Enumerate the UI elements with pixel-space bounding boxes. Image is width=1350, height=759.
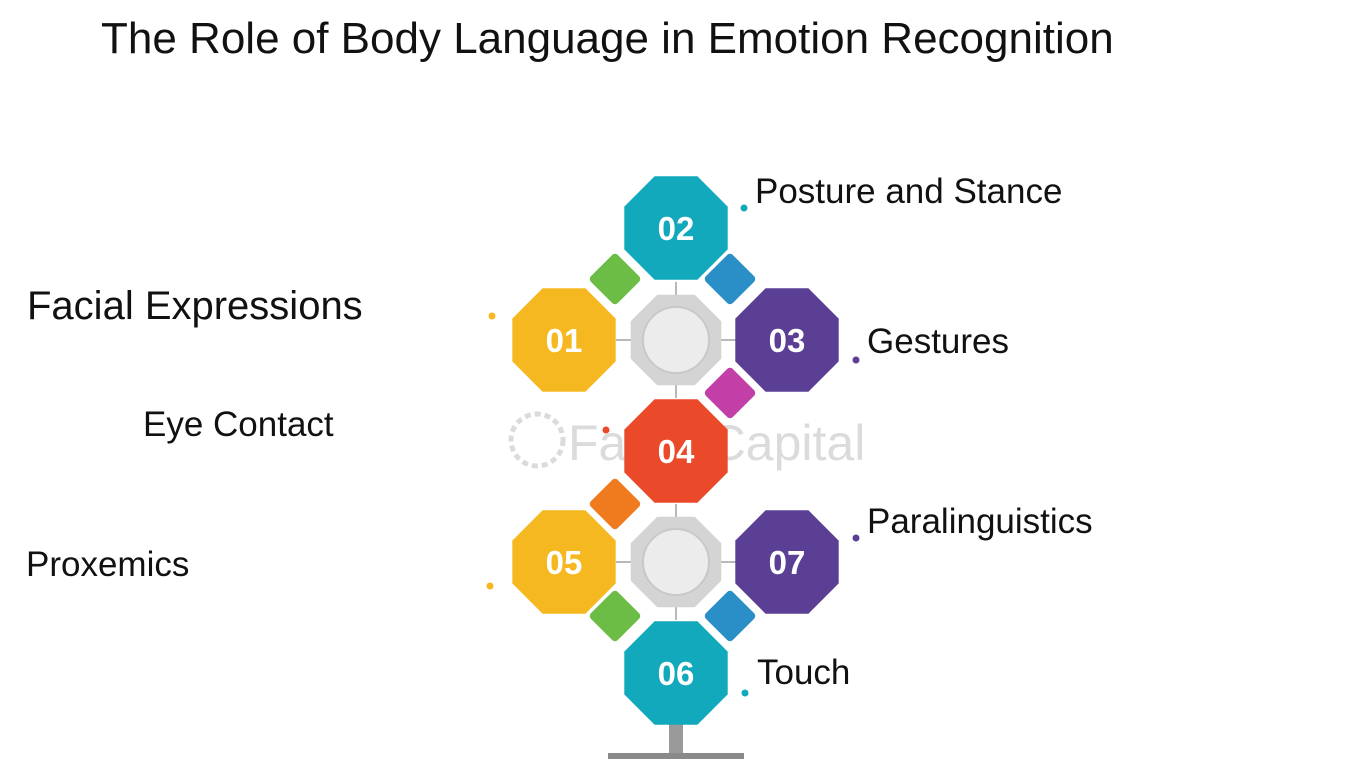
octagon-04: 04 — [624, 399, 728, 503]
dot-03 — [852, 356, 860, 364]
octagon-shape-01 — [512, 288, 616, 392]
label-facial-expressions: Facial Expressions — [27, 284, 363, 328]
label-gestures: Gestures — [867, 322, 1009, 361]
octagon-number-07: 07 — [769, 544, 806, 581]
octagon-shape-05 — [512, 510, 616, 614]
hub-lower-center — [642, 528, 710, 596]
dot-01 — [488, 312, 496, 320]
octagon-number-05: 05 — [546, 544, 583, 581]
label-eye-contact: Eye Contact — [143, 405, 334, 444]
octagon-number-02: 02 — [658, 210, 695, 247]
diamond-green-lower — [589, 590, 641, 642]
octagon-number-01: 01 — [546, 322, 583, 359]
hub-lower — [630, 516, 722, 608]
label-paralinguistics: Paralinguistics — [867, 502, 1093, 541]
octagon-number-04: 04 — [658, 433, 695, 470]
octagon-number-06: 06 — [658, 655, 695, 692]
octagon-shape-03 — [735, 288, 839, 392]
dot-04 — [602, 426, 610, 434]
octagon-06: 06 — [624, 621, 728, 725]
watermark-gear-icon — [508, 411, 566, 469]
stand-base — [608, 753, 744, 759]
diamond-blue-lower — [704, 590, 756, 642]
dot-07 — [852, 534, 860, 542]
hub-upper — [630, 294, 722, 386]
octagon-shape-06 — [624, 621, 728, 725]
label-posture-and-stance: Posture and Stance — [755, 172, 1063, 211]
diamond-green-upper — [589, 253, 641, 305]
dot-02 — [740, 204, 748, 212]
octagon-03: 03 — [735, 288, 839, 392]
octagon-01: 01 — [512, 288, 616, 392]
diamond-orange — [589, 478, 641, 530]
dot-05 — [486, 582, 494, 590]
dot-06 — [741, 689, 749, 697]
label-touch: Touch — [757, 653, 851, 692]
stand-pole — [669, 720, 683, 759]
octagon-shape-04 — [624, 399, 728, 503]
octagon-02: 02 — [624, 176, 728, 280]
octagon-shape-02 — [624, 176, 728, 280]
page-title: The Role of Body Language in Emotion Rec… — [101, 14, 1114, 63]
octagon-number-03: 03 — [769, 322, 806, 359]
diamond-blue-upper — [704, 253, 756, 305]
hub-upper-center — [642, 306, 710, 374]
octagon-05: 05 — [512, 510, 616, 614]
octagon-shape-07 — [735, 510, 839, 614]
diamond-magenta — [704, 367, 756, 419]
octagon-07: 07 — [735, 510, 839, 614]
label-proxemics: Proxemics — [26, 545, 190, 584]
